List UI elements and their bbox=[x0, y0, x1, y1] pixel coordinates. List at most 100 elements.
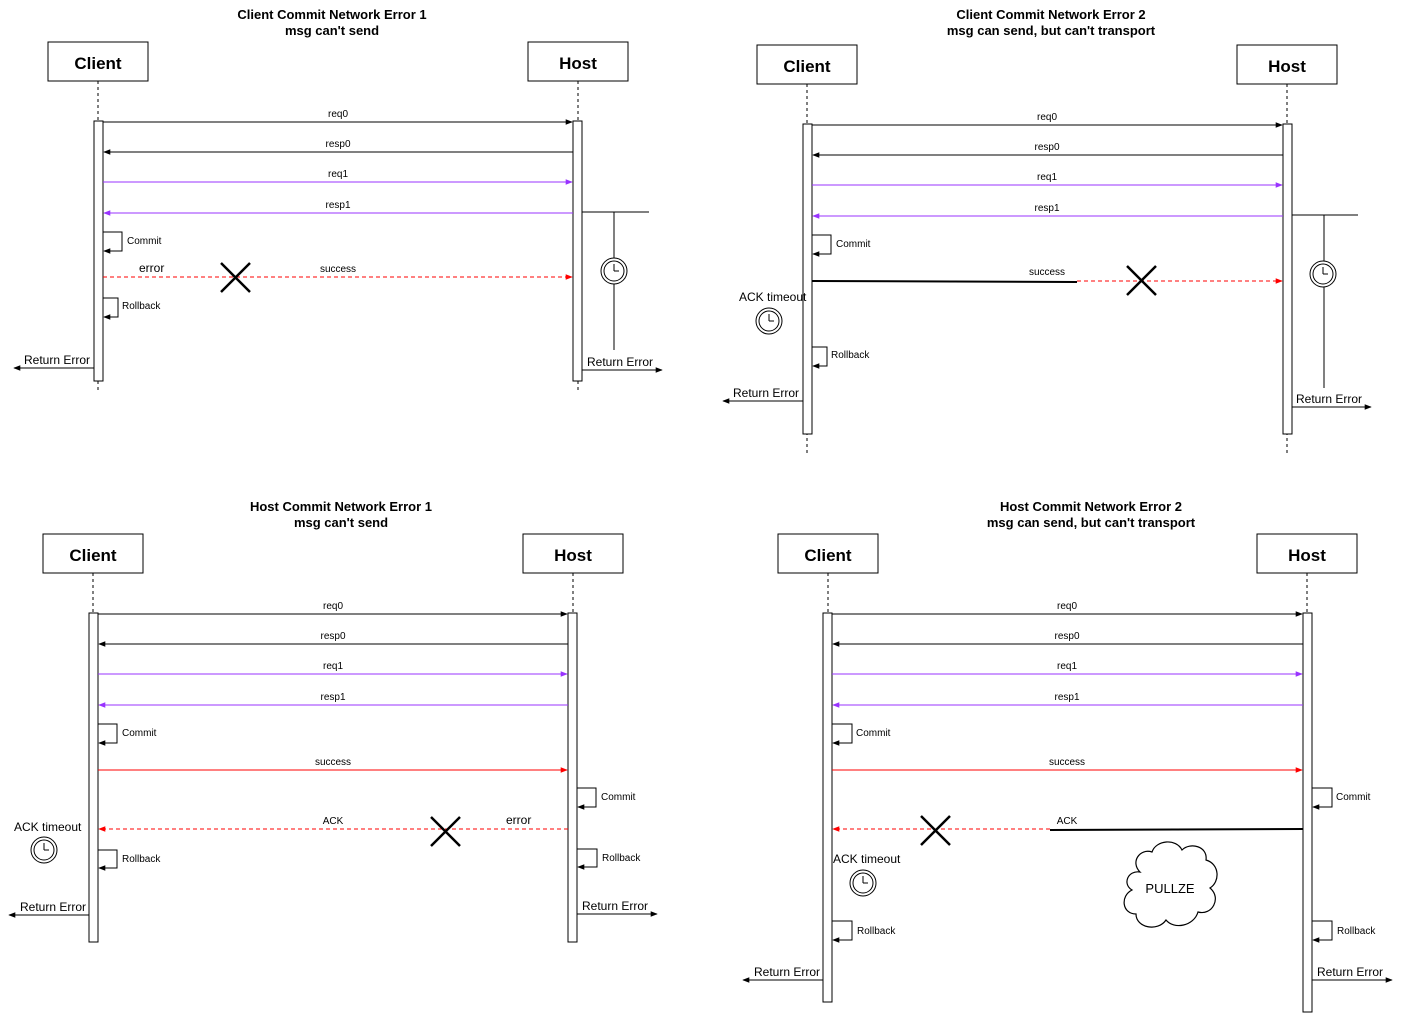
req1-label: req1 bbox=[1057, 661, 1077, 672]
client-rollback-self-arrow bbox=[812, 346, 828, 369]
client-rollback-label: Rollback bbox=[122, 854, 161, 865]
panel-subtitle: msg can send, but can't transport bbox=[947, 23, 1156, 38]
panel-title: Client Commit Network Error 2 bbox=[956, 7, 1145, 22]
resp0-label: resp0 bbox=[320, 631, 345, 642]
host-return-label: Return Error bbox=[582, 899, 648, 913]
clock-icon bbox=[849, 869, 877, 897]
host-rollback-self-arrow bbox=[577, 848, 598, 870]
host-return-label: Return Error bbox=[1296, 392, 1362, 406]
panel-title: Host Commit Network Error 1 bbox=[250, 499, 432, 514]
client-commit-label: Commit bbox=[122, 728, 157, 739]
success-label: success bbox=[320, 264, 356, 275]
host-rollback-self-arrow bbox=[1312, 920, 1333, 943]
client-activation bbox=[802, 123, 813, 435]
client-activation bbox=[822, 612, 833, 1003]
resp0-label: resp0 bbox=[1034, 142, 1059, 153]
host-activation bbox=[567, 612, 578, 943]
host-label: Host bbox=[559, 54, 597, 73]
cross-icon bbox=[220, 262, 251, 293]
ack-solid-segment bbox=[1049, 828, 1304, 831]
client-return-label: Return Error bbox=[24, 353, 90, 367]
host-label: Host bbox=[1288, 546, 1326, 565]
client-return-label: Return Error bbox=[754, 965, 820, 979]
host-box bbox=[1236, 44, 1338, 85]
client-return-label: Return Error bbox=[20, 900, 86, 914]
req0-label: req0 bbox=[323, 601, 343, 612]
host-box bbox=[527, 41, 629, 82]
ack-label: ACK bbox=[323, 816, 344, 827]
host-label: Host bbox=[1268, 57, 1306, 76]
panel-subtitle: msg can send, but can't transport bbox=[987, 515, 1196, 530]
clock-icon bbox=[1309, 260, 1337, 288]
client-activation bbox=[88, 612, 99, 943]
panel-title: Client Commit Network Error 1 bbox=[237, 7, 426, 22]
req1-label: req1 bbox=[323, 661, 343, 672]
panel-subtitle: msg can't send bbox=[294, 515, 388, 530]
client-commit-label: Commit bbox=[836, 239, 871, 250]
client-label: Client bbox=[783, 57, 831, 76]
client-rollback-self-arrow bbox=[832, 920, 853, 943]
req0-label: req0 bbox=[328, 109, 348, 120]
client-commit-self-arrow bbox=[103, 231, 123, 254]
client-commit-self-arrow bbox=[832, 723, 853, 746]
resp1-label: resp1 bbox=[320, 692, 345, 703]
resp0-label: resp0 bbox=[1054, 631, 1079, 642]
client-box bbox=[777, 533, 879, 574]
client-commit-self-arrow bbox=[98, 723, 118, 746]
client-commit-self-arrow bbox=[812, 234, 832, 257]
client-rollback-self-arrow bbox=[103, 297, 119, 320]
req0-label: req0 bbox=[1037, 112, 1057, 123]
host-return-label: Return Error bbox=[1317, 965, 1383, 979]
client-rollback-self-arrow bbox=[98, 849, 118, 871]
host-activation bbox=[1282, 123, 1293, 435]
cross-icon bbox=[920, 815, 951, 846]
resp1-label: resp1 bbox=[1054, 692, 1079, 703]
client-activation bbox=[93, 120, 104, 382]
client-box bbox=[756, 44, 858, 85]
cloud-label: PULLZE bbox=[1145, 881, 1194, 896]
ack-timeout-label: ACK timeout bbox=[14, 820, 82, 834]
host-activation bbox=[1302, 612, 1313, 1013]
req1-label: req1 bbox=[328, 169, 348, 180]
panel-client-commit-error-2: Client Commit Network Error 2 msg can se… bbox=[722, 7, 1372, 455]
panel-host-commit-error-1: Host Commit Network Error 1 msg can't se… bbox=[8, 499, 658, 943]
resp1-label: resp1 bbox=[1034, 203, 1059, 214]
panel-client-commit-error-1: Client Commit Network Error 1 msg can't … bbox=[13, 7, 663, 390]
error-label: error bbox=[139, 261, 164, 275]
cross-icon bbox=[1126, 265, 1157, 296]
host-commit-self-arrow bbox=[1312, 787, 1333, 810]
client-commit-label: Commit bbox=[127, 236, 162, 247]
client-label: Client bbox=[804, 546, 852, 565]
host-box bbox=[522, 533, 624, 574]
cloud-icon: PULLZE bbox=[1123, 841, 1218, 928]
clock-icon bbox=[600, 257, 628, 285]
host-rollback-label: Rollback bbox=[1337, 926, 1376, 937]
success-label: success bbox=[1049, 757, 1085, 768]
clock-icon bbox=[30, 836, 58, 864]
client-rollback-label: Rollback bbox=[122, 301, 161, 312]
client-rollback-label: Rollback bbox=[857, 926, 896, 937]
cross-icon bbox=[430, 816, 461, 847]
req0-label: req0 bbox=[1057, 601, 1077, 612]
panel-title: Host Commit Network Error 2 bbox=[1000, 499, 1182, 514]
ack-label: ACK bbox=[1057, 816, 1078, 827]
client-commit-label: Commit bbox=[856, 728, 891, 739]
ack-timeout-label: ACK timeout bbox=[833, 852, 901, 866]
client-box bbox=[42, 533, 144, 574]
client-label: Client bbox=[69, 546, 117, 565]
host-return-label: Return Error bbox=[587, 355, 653, 369]
client-return-label: Return Error bbox=[733, 386, 799, 400]
panel-host-commit-error-2: Host Commit Network Error 2 msg can send… bbox=[742, 499, 1393, 1013]
success-solid-segment bbox=[811, 280, 1078, 283]
success-label: success bbox=[315, 757, 351, 768]
host-commit-self-arrow bbox=[577, 787, 597, 810]
success-label: success bbox=[1029, 267, 1065, 278]
host-activation bbox=[572, 120, 583, 382]
client-rollback-label: Rollback bbox=[831, 350, 870, 361]
resp0-label: resp0 bbox=[325, 139, 350, 150]
error-label: error bbox=[506, 813, 531, 827]
client-label: Client bbox=[74, 54, 122, 73]
host-box bbox=[1256, 533, 1358, 574]
host-commit-label: Commit bbox=[1336, 792, 1371, 803]
